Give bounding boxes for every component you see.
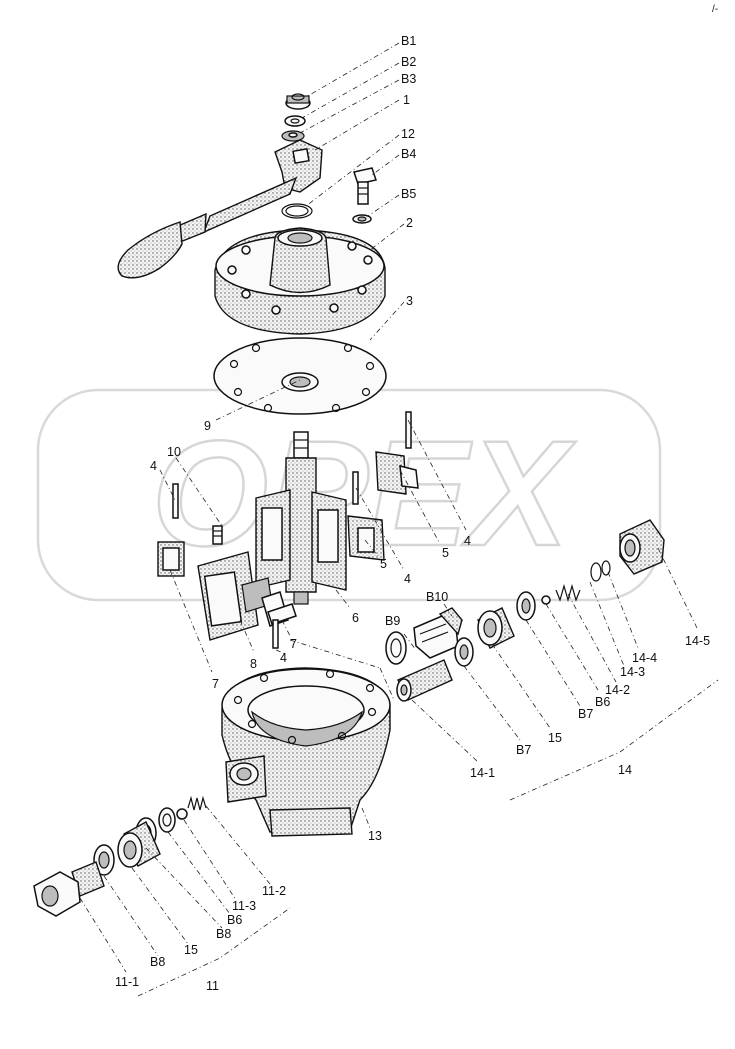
label-10: 10 [167, 445, 181, 459]
part-washer-b7-a [454, 637, 474, 667]
label-b7-right: B7 [578, 707, 593, 721]
label-14-4: 14-4 [632, 651, 657, 665]
part-sleeve-14-1 [396, 659, 453, 702]
label-11-3: 11-3 [232, 899, 256, 913]
part-pin-4-right-top [405, 411, 412, 449]
callout-labels: B1 B2 B3 1 12 B4 B5 2 3 9 10 4 4 5 5 4 6… [115, 34, 710, 993]
label-b3: B3 [401, 72, 416, 86]
part-ball-11-3 [176, 808, 188, 820]
label-b2: B2 [401, 55, 416, 69]
label-b7-lower: B7 [516, 743, 531, 757]
part-washer-b9 [385, 631, 407, 665]
label-15-right: 15 [548, 731, 562, 745]
part-spring-10 [212, 525, 223, 545]
part-bolt-b10 [413, 607, 463, 659]
part-vane-5-upper [375, 451, 419, 495]
part-spring-14-3 [555, 583, 581, 603]
part-o-ring-12 [281, 203, 313, 219]
label-b1: B1 [401, 34, 416, 48]
label-b8-lower: B8 [150, 955, 165, 969]
label-11-1: 11-1 [115, 975, 139, 989]
part-bolt-b4 [353, 167, 377, 205]
label-b8-upper: B8 [216, 927, 231, 941]
part-bolt-11-1 [33, 861, 105, 917]
part-vane-7-left [157, 541, 185, 577]
label-b6-right: B6 [595, 695, 610, 709]
part-washer-b6 [158, 807, 176, 833]
part-cover-2 [214, 227, 386, 335]
label-4-right-top: 4 [464, 534, 471, 548]
part-washer-b5 [352, 214, 372, 224]
leader-lines [79, 42, 719, 997]
part-bushing-15-left [117, 821, 161, 868]
part-housing-13 [221, 667, 391, 837]
label-14: 14 [618, 763, 632, 777]
label-1: 1 [403, 93, 410, 107]
part-vane-holder-8 [197, 551, 273, 641]
part-nut-b1 [285, 93, 311, 110]
part-washer-b8-lower [93, 844, 115, 876]
label-4-center: 4 [280, 651, 287, 665]
part-vane-5-lower [347, 515, 385, 561]
part-handle-1 [117, 139, 323, 279]
part-washer-b3 [281, 130, 305, 142]
label-7-left: 7 [212, 677, 219, 691]
part-cap-nut-14-5 [619, 519, 665, 575]
label-13: 13 [368, 829, 382, 843]
label-b6-left: B6 [227, 913, 242, 927]
label-14-3: 14-3 [620, 665, 645, 679]
part-rotor-shaft-6 [255, 431, 347, 605]
label-4-right: 4 [404, 572, 411, 586]
label-5-upper: 5 [442, 546, 449, 560]
label-11-2: 11-2 [262, 884, 286, 898]
label-3: 3 [406, 294, 413, 308]
label-b10: B10 [426, 590, 448, 604]
part-pin-4-right [352, 471, 359, 505]
corner-mark: /- [712, 4, 718, 15]
label-4-left: 4 [150, 459, 157, 473]
watermark: OPEX [36, 388, 662, 602]
label-7-center: 7 [290, 637, 297, 651]
label-12: 12 [401, 127, 415, 141]
label-14-1: 14-1 [470, 766, 495, 780]
label-8: 8 [250, 657, 257, 671]
part-ring-14-4 [590, 560, 611, 582]
label-b5: B5 [401, 187, 416, 201]
label-14-2: 14-2 [605, 683, 630, 697]
label-9: 9 [204, 419, 211, 433]
part-washer-b7-b [516, 591, 536, 621]
part-bushing-15-right [477, 607, 515, 649]
part-washer-b2 [284, 115, 306, 127]
label-5-lower: 5 [380, 557, 387, 571]
label-14-5: 14-5 [685, 634, 710, 648]
label-2: 2 [406, 216, 413, 230]
part-pin-4-left [172, 483, 179, 519]
part-spring-11-2 [187, 795, 207, 811]
part-vane-7-center [261, 591, 297, 627]
label-11: 11 [206, 979, 219, 993]
label-6: 6 [352, 611, 359, 625]
part-ball-14-2 [541, 595, 551, 605]
part-gasket-3 [213, 337, 387, 415]
label-b9: B9 [385, 614, 400, 628]
part-pin-4-center [272, 619, 279, 649]
label-b4: B4 [401, 147, 416, 161]
label-15-left: 15 [184, 943, 198, 957]
